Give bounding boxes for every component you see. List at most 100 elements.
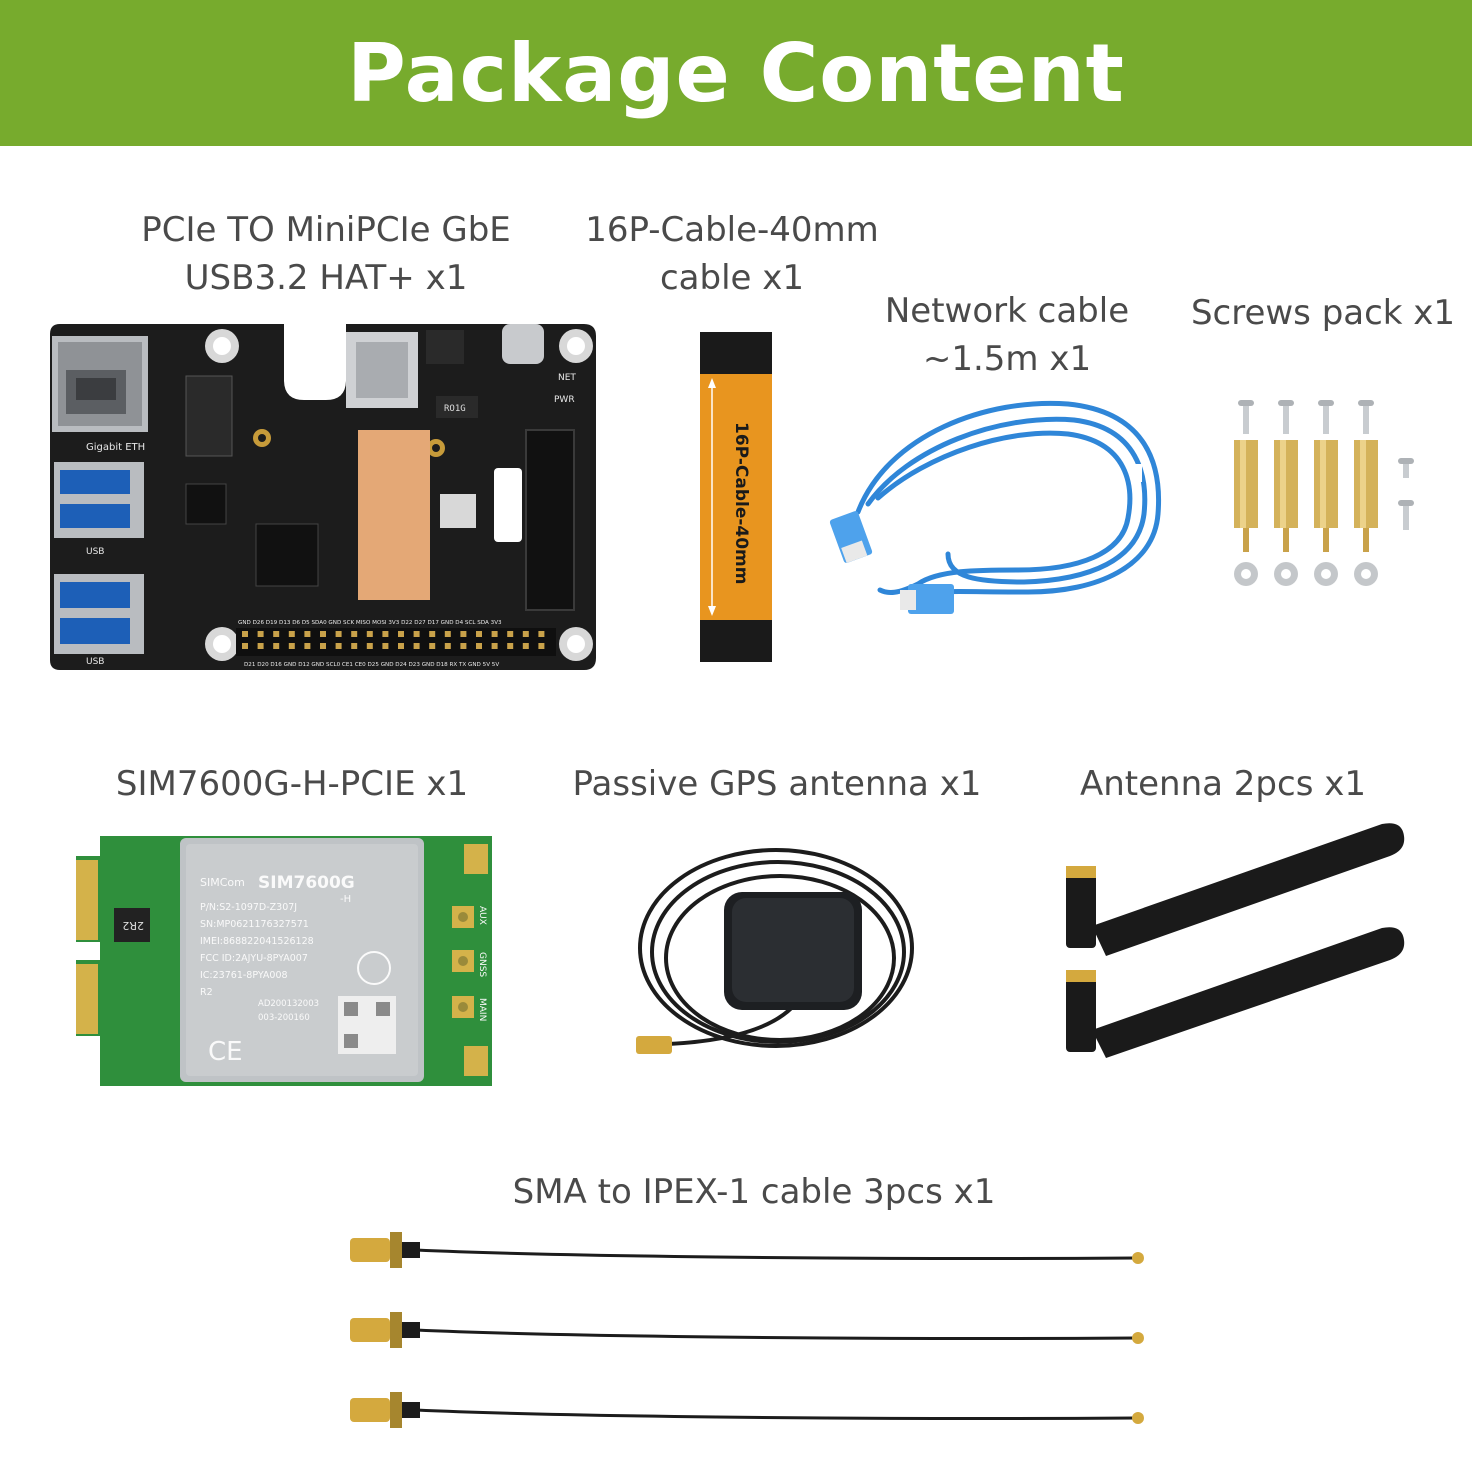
gpio-pin bbox=[366, 631, 373, 637]
gpio-pin bbox=[335, 643, 342, 649]
ufl-connector-icon bbox=[452, 996, 474, 1018]
label-usb-1: USB bbox=[86, 547, 104, 557]
gpio-pin bbox=[460, 643, 467, 649]
gpio-pin bbox=[476, 643, 482, 649]
gpio-pin bbox=[304, 631, 311, 637]
gpio-pin bbox=[273, 643, 280, 649]
gpio-pin bbox=[429, 643, 436, 649]
module-brand: SIMCom bbox=[200, 876, 245, 889]
sma-ipex-cable bbox=[350, 1312, 1144, 1348]
standoff-icon bbox=[1274, 400, 1298, 552]
label-netcable-line2: ~1.5m x1 bbox=[922, 339, 1092, 379]
gpio-labels-top: GND D26 D19 D13 D6 D5 SDA0 GND SCK MISO … bbox=[238, 620, 502, 626]
gpio-pin bbox=[288, 643, 295, 649]
gpio-pin bbox=[242, 631, 248, 637]
ufl-connector-icon bbox=[452, 950, 474, 972]
label-netcable: Network cable ~1.5m x1 bbox=[876, 287, 1138, 383]
gps-antenna-image bbox=[628, 840, 928, 1070]
label-hat-line2: USB3.2 HAT+ x1 bbox=[184, 258, 468, 298]
ipex-connector-icon bbox=[1132, 1332, 1144, 1344]
gpio-pin bbox=[460, 631, 467, 637]
usb3-port bbox=[54, 462, 144, 538]
screw-icon bbox=[1398, 500, 1414, 530]
gpio-pin bbox=[366, 643, 373, 649]
gpio-pin bbox=[382, 631, 389, 637]
module-info-line: FCC ID:2AJYU-8PYA007 bbox=[200, 953, 308, 964]
label-gps-line1: Passive GPS antenna x1 bbox=[572, 764, 982, 804]
port-label-aux: AUX bbox=[477, 906, 487, 925]
rj45-plug bbox=[900, 584, 954, 614]
nut-icon bbox=[1354, 562, 1378, 586]
usb3-port bbox=[54, 574, 144, 654]
ce-mark-icon: CE bbox=[208, 1037, 243, 1067]
gpio-pin bbox=[398, 631, 404, 637]
label-antenna-line1: Antenna 2pcs x1 bbox=[1080, 764, 1366, 804]
sma-connector-icon bbox=[350, 1392, 420, 1428]
label-usb-2: USB bbox=[86, 657, 104, 667]
antennas-image bbox=[1052, 816, 1412, 1062]
gpio-pin bbox=[398, 643, 404, 649]
mount-hole bbox=[559, 627, 593, 661]
label-screws: Screws pack x1 bbox=[1188, 289, 1458, 337]
whip-antenna bbox=[1066, 823, 1405, 956]
standoff-icon bbox=[1314, 400, 1338, 552]
fpc-cable-image: 16P-Cable-40mm bbox=[698, 330, 774, 664]
inductor-marking: 2R2 bbox=[122, 919, 144, 932]
label-sim: SIM7600G-H-PCIE x1 bbox=[96, 760, 488, 808]
gpio-pin bbox=[351, 643, 358, 649]
fpc-connector bbox=[440, 494, 476, 528]
module-info-line: SN:MP0621176327571 bbox=[200, 919, 309, 930]
module-info-line: IMEI:868822041526128 bbox=[200, 936, 314, 947]
gpio-pin bbox=[382, 643, 389, 649]
gpio-pin bbox=[304, 643, 311, 649]
module-cert-line: AD200132003 bbox=[258, 999, 319, 1009]
sma-connector-icon bbox=[636, 1036, 672, 1054]
gpio-labels-bottom: D21 D20 D16 GND D12 GND SCL0 CE1 CE0 D25… bbox=[244, 662, 499, 668]
port-label-main: MAIN bbox=[477, 998, 487, 1021]
label-hat-line1: PCIe TO MiniPCIe GbE bbox=[141, 210, 511, 250]
sma-ipex-cable bbox=[350, 1392, 1144, 1428]
label-pwr-led: PWR bbox=[554, 395, 575, 405]
gpio-pin bbox=[507, 643, 514, 649]
gpio-pin bbox=[522, 631, 529, 637]
chip-marking: RO1G bbox=[444, 404, 466, 414]
sim-card-slot bbox=[346, 332, 418, 408]
standoff-icon bbox=[1354, 400, 1378, 552]
label-fpc: 16P-Cable-40mm cable x1 bbox=[584, 206, 880, 302]
gpio-pin bbox=[288, 631, 295, 637]
ipex-connector-icon bbox=[1132, 1252, 1144, 1264]
label-fpc-line1: 16P-Cable-40mm bbox=[585, 210, 879, 250]
label-gigabit-eth: Gigabit ETH bbox=[86, 442, 145, 453]
ethernet-jack bbox=[52, 336, 148, 432]
mount-hole bbox=[559, 329, 593, 363]
label-hat: PCIe TO MiniPCIe GbE USB3.2 HAT+ x1 bbox=[108, 206, 544, 302]
gpio-pin bbox=[507, 631, 514, 637]
module-cert-line: 003-200160 bbox=[258, 1013, 310, 1023]
sma-ipex-cables-image bbox=[346, 1222, 1158, 1432]
gpio-pin bbox=[538, 643, 545, 649]
copper-pad bbox=[358, 430, 430, 600]
sma-ipex-cable bbox=[350, 1232, 1144, 1268]
usb-c-port bbox=[502, 324, 544, 364]
ufl-connector-icon bbox=[452, 906, 474, 928]
gpio-pin bbox=[476, 631, 482, 637]
hat-board-image: Gigabit ETH USB USB NET PWR RO1G bbox=[46, 318, 602, 678]
label-antenna: Antenna 2pcs x1 bbox=[1076, 760, 1370, 808]
inductor bbox=[114, 908, 150, 942]
gpio-pin bbox=[257, 643, 264, 649]
gpio-pin bbox=[335, 631, 342, 637]
standoff-icon bbox=[1234, 400, 1258, 552]
header-banner: Package Content bbox=[0, 0, 1472, 146]
module-info-line: R2 bbox=[200, 987, 213, 998]
rj45-plug bbox=[829, 511, 873, 564]
gpio-pin bbox=[444, 631, 451, 637]
module-info-line: IC:23761-8PYA008 bbox=[200, 970, 288, 981]
network-cable-image bbox=[828, 394, 1168, 620]
module-info-line: P/N:S2-1097D-Z307J bbox=[200, 902, 297, 913]
label-sma: SMA to IPEX-1 cable 3pcs x1 bbox=[494, 1168, 1014, 1216]
gpio-pin bbox=[351, 631, 358, 637]
gpio-pin bbox=[320, 643, 326, 649]
screw-icon bbox=[1398, 458, 1414, 478]
mount-hole bbox=[205, 329, 239, 363]
page-title: Package Content bbox=[347, 26, 1125, 120]
